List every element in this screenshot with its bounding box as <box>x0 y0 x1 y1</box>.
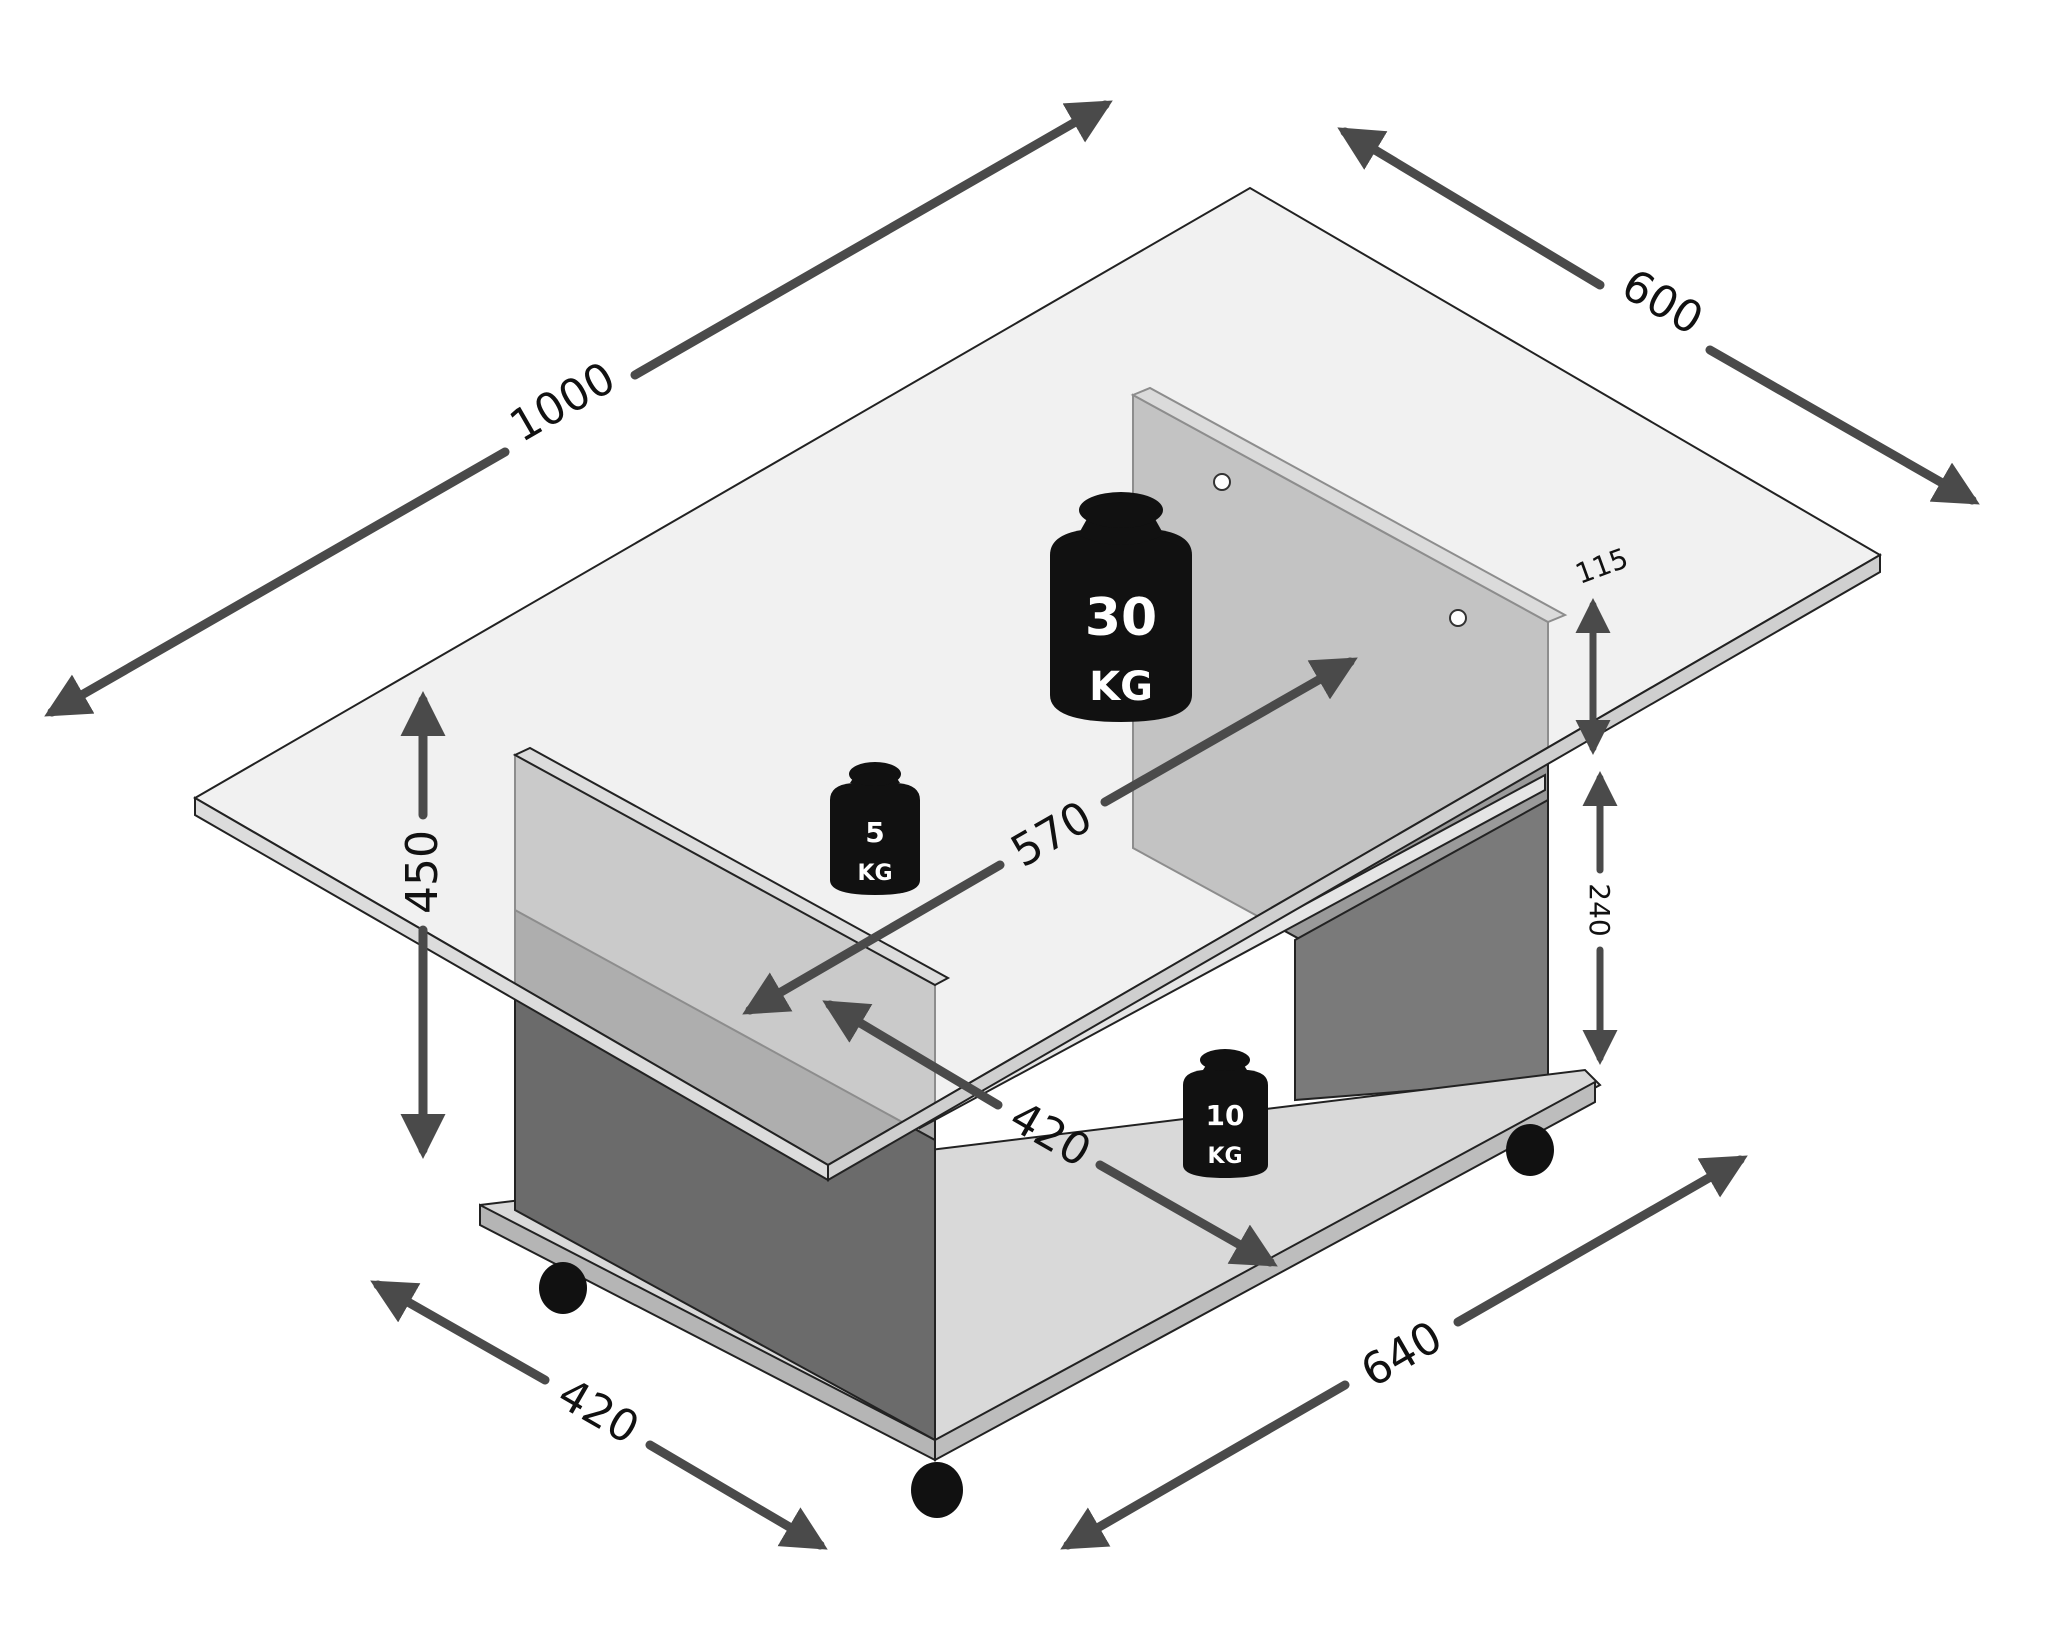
arrow-570 <box>1100 657 1358 807</box>
connector-hole <box>1213 473 1231 491</box>
arrow-420-inner <box>822 1000 1003 1110</box>
arrow-420-base <box>645 1440 828 1550</box>
weight-30kg-unit: KG <box>1089 664 1153 710</box>
table-body <box>193 186 1882 1462</box>
weight-10kg: 10 KG <box>1183 1049 1268 1178</box>
label-base-width: 640 <box>1353 1311 1451 1397</box>
arrow-640 <box>1060 1380 1350 1550</box>
arrow-420-base <box>370 1280 550 1385</box>
arrow-600 <box>1337 127 1605 290</box>
wheel <box>911 1462 963 1518</box>
wheel <box>539 1262 587 1314</box>
label-width: 600 <box>1613 259 1711 345</box>
label-length: 1000 <box>502 352 624 452</box>
label-height: 450 <box>397 830 448 914</box>
weight-30kg: 30 KG <box>1050 492 1192 722</box>
dimension-arrows <box>44 100 1980 1550</box>
arrow-1000 <box>44 447 510 717</box>
label-base-depth: 420 <box>549 1368 647 1454</box>
arrow-640 <box>1453 1155 1748 1327</box>
arrow-1000 <box>630 100 1113 380</box>
weight-30kg-value: 30 <box>1085 588 1157 648</box>
arrow-600 <box>1705 345 1980 505</box>
front-panel-top-edge <box>512 746 951 987</box>
weight-10kg-value: 10 <box>1206 1099 1245 1132</box>
bottom-shelf-side <box>934 1080 1596 1462</box>
wheel <box>1506 1124 1554 1176</box>
wheels <box>539 1124 1554 1518</box>
weight-10kg-unit: KG <box>1207 1144 1242 1169</box>
weight-5kg: 5 KG <box>830 762 920 895</box>
weight-5kg-unit: KG <box>857 861 892 886</box>
connector-hole <box>1449 609 1467 627</box>
glass-top <box>193 186 1882 1167</box>
arrow-420-inner <box>1095 1160 1278 1267</box>
label-shelf-height: 240 <box>1583 883 1616 936</box>
glass-top-side-edge <box>827 553 1881 1182</box>
weight-5kg-value: 5 <box>865 816 884 849</box>
arrow-570 <box>742 860 1005 1015</box>
